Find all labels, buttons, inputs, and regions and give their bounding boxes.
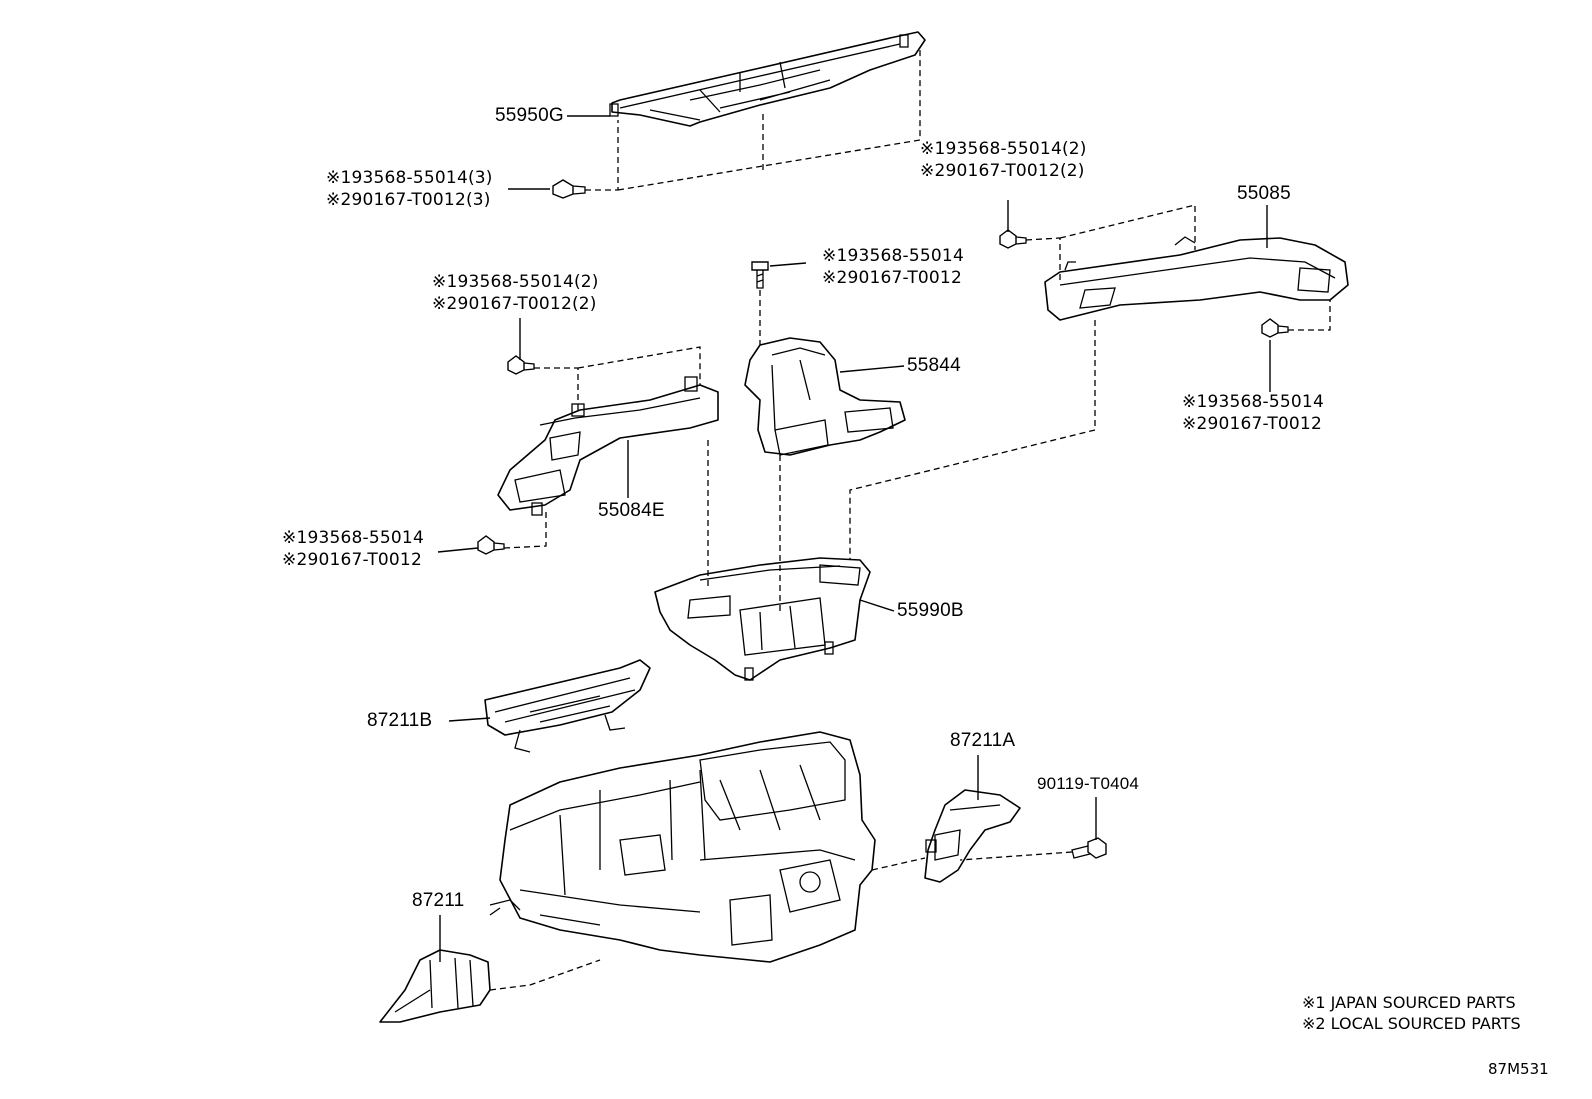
part-55844-drawing (744, 337, 906, 456)
clip-icon (1261, 318, 1289, 338)
ref-193568-55014-qty3[interactable]: ※193568-55014(3) (326, 168, 493, 188)
label-87211A[interactable]: 87211A (950, 730, 1016, 751)
legend-note-japan: ※1 JAPAN SOURCED PARTS (1302, 993, 1516, 1012)
label-55084E[interactable]: 55084E (598, 500, 665, 521)
part-87211B-drawing (484, 659, 651, 753)
ref-290167-T0012-qty3[interactable]: ※290167-T0012(3) (326, 190, 491, 210)
clip-icon (552, 179, 586, 199)
label-55990B[interactable]: 55990B (897, 600, 964, 621)
part-87211A-drawing (924, 789, 1021, 883)
ref-290167-T0012-qty2-right[interactable]: ※290167-T0012(2) (920, 161, 1085, 181)
diagram-code: 87M531 (1488, 1060, 1549, 1078)
label-55844[interactable]: 55844 (907, 355, 961, 376)
part-55085-drawing (1044, 236, 1349, 321)
assembly-lines (489, 50, 1331, 991)
label-90119-T0404[interactable]: 90119-T0404 (1037, 774, 1140, 793)
label-87211[interactable]: 87211 (412, 890, 465, 911)
part-87211-drawing (379, 949, 491, 1023)
leader-lines (437, 115, 1271, 962)
clip-icon (999, 229, 1027, 249)
ref-290167-T0012-qty2-left[interactable]: ※290167-T0012(2) (432, 294, 597, 314)
clip-icon (477, 535, 505, 555)
part-55084E-drawing (497, 376, 719, 516)
ref-290167-T0012-center[interactable]: ※290167-T0012 (822, 268, 962, 288)
ref-193568-55014-qty2-right[interactable]: ※193568-55014(2) (920, 139, 1087, 159)
ref-193568-55014-qty2-left[interactable]: ※193568-55014(2) (432, 272, 599, 292)
ref-193568-55014-left-lower[interactable]: ※193568-55014 (282, 528, 424, 548)
part-55950G-drawing (609, 31, 926, 127)
legend-note-local: ※2 LOCAL SOURCED PARTS (1302, 1014, 1521, 1033)
clip-icon (507, 355, 535, 375)
ref-290167-T0012-right-lower[interactable]: ※290167-T0012 (1182, 414, 1322, 434)
ref-290167-T0012-left-lower[interactable]: ※290167-T0012 (282, 550, 422, 570)
label-55085[interactable]: 55085 (1237, 183, 1291, 204)
screw-icon (751, 261, 769, 289)
ref-193568-55014-right-lower[interactable]: ※193568-55014 (1182, 392, 1324, 412)
bolt-icon (1071, 837, 1107, 859)
label-87211B[interactable]: 87211B (367, 710, 433, 731)
ref-193568-55014-center[interactable]: ※193568-55014 (822, 246, 964, 266)
part-55990B-drawing (654, 557, 871, 681)
part-heater-unit-drawing (489, 731, 876, 963)
label-55950G[interactable]: 55950G (495, 105, 564, 126)
